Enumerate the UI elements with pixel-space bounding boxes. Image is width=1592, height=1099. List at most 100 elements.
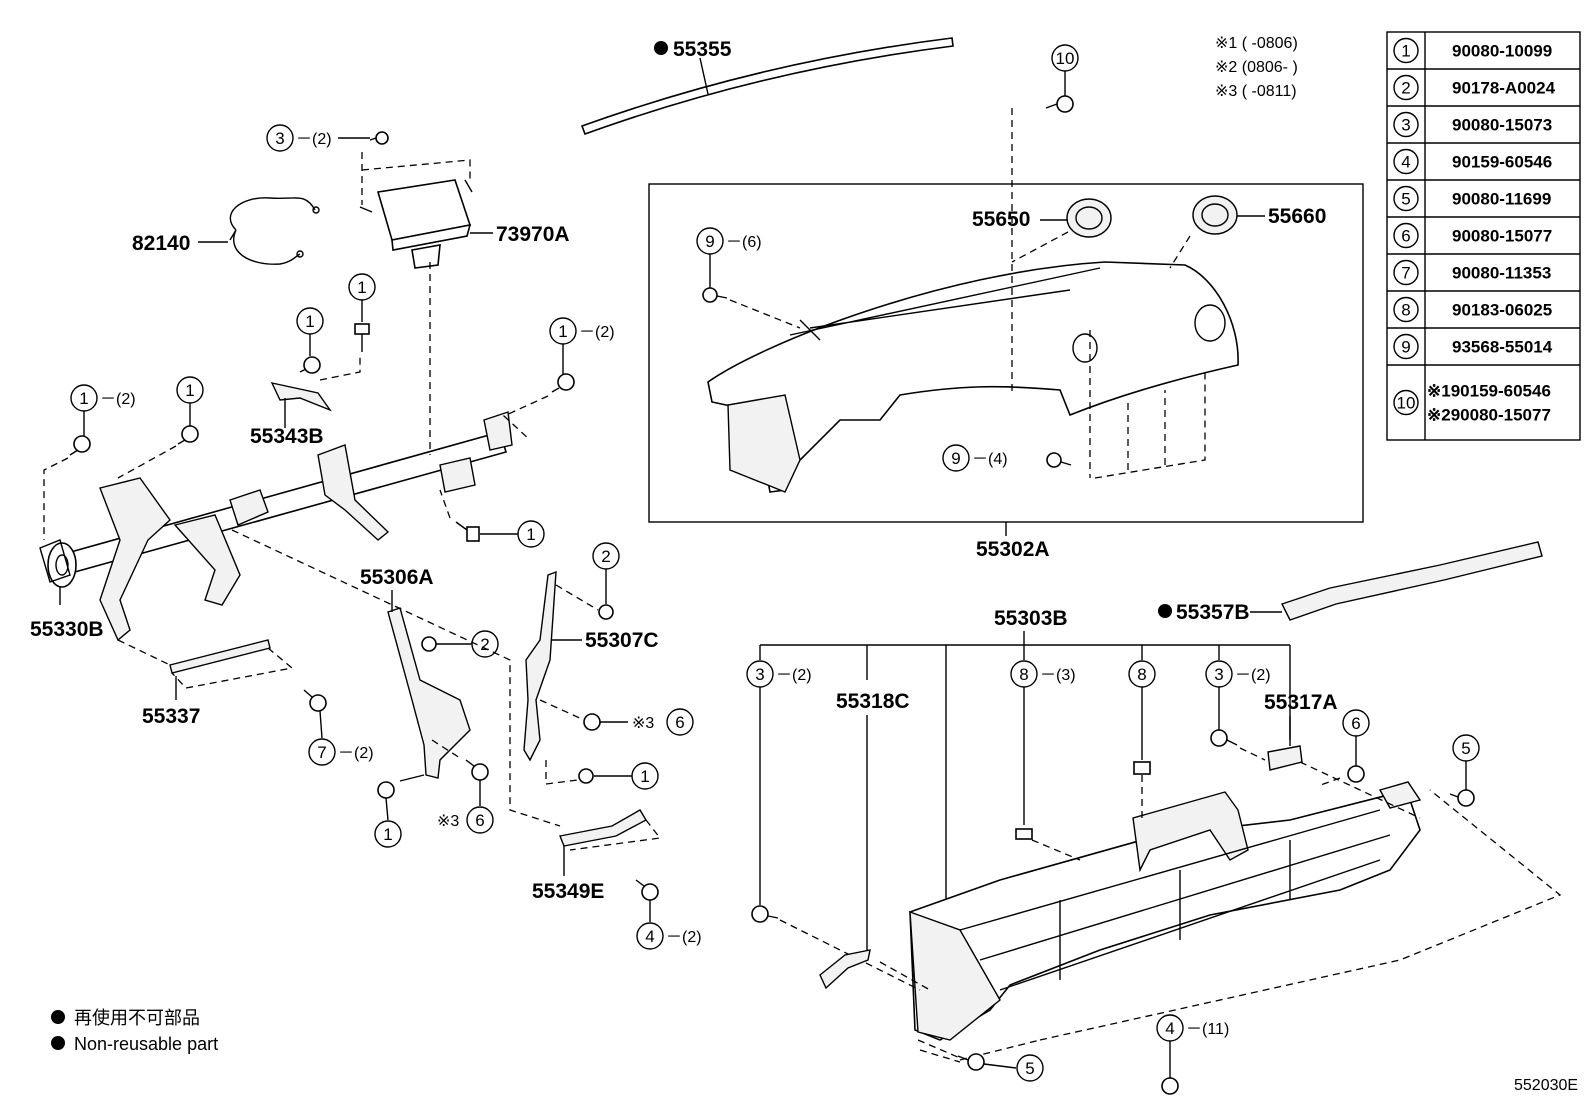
table-row-number-circle [1393,37,1419,64]
qty-9-6: －(6) [726,234,762,251]
qty-1-2-left: －(2) [100,391,136,408]
table-row-number-circle [1393,111,1419,138]
svg-text:3: 3 [275,129,284,148]
label-55303B: 55303B [994,607,1068,630]
top-strip-55355 [580,37,954,136]
lower-instrument-panel [909,781,1422,1041]
svg-text:1: 1 [526,525,535,544]
table-row-part: ※190159-60546 [1427,382,1551,401]
svg-text:4: 4 [1165,1019,1174,1038]
steering-support-beam [39,411,513,642]
label-73970A: 73970A [496,223,570,246]
legend-jp: 再使用不可部品 [74,1008,200,1028]
qty-8-3: －(3) [1040,667,1076,684]
label-55302A: 55302A [976,538,1050,561]
label-55357B: 55357B [1176,601,1250,624]
table-row-number-circle [1393,222,1419,249]
table-row-number: 1 [1401,42,1410,61]
svg-text:1: 1 [640,767,649,786]
table-row-part: 90080-15073 [1452,116,1552,135]
svg-text:5: 5 [1461,739,1470,758]
upper-instrument-panel [707,261,1239,493]
clip-55317A [1267,745,1303,771]
pad-55357B [1281,541,1543,621]
qty-7-2: －(2) [338,745,374,762]
label-55307C: 55307C [585,629,659,652]
label-55317A: 55317A [1264,691,1338,714]
svg-text:1: 1 [185,381,194,400]
label-55318C: 55318C [836,690,910,713]
label-55330B: 55330B [30,618,104,641]
table-row-number-circle [1393,185,1419,212]
svg-text:2: 2 [480,635,489,654]
svg-text:8: 8 [1137,665,1146,684]
clip-55318C [819,949,871,990]
label-55349E: 55349E [532,880,604,903]
svg-text:7: 7 [317,743,326,762]
svg-text:8: 8 [1019,665,1028,684]
svg-text:1: 1 [558,322,567,341]
table-row-part-alt: ※290080-15077 [1427,406,1551,425]
brace-55307C [523,570,557,762]
mark-3-right: ※3 [632,715,654,732]
table-row-number-circle [1393,389,1419,416]
bar-55337 [169,639,271,674]
table-row-part: 90080-11353 [1452,264,1551,283]
table-row-number: 10 [1397,394,1416,413]
bracket-55349E [559,809,647,847]
vent-55660 [1192,195,1238,235]
note-2: ※2 (0806- ) [1215,59,1298,76]
table-row-number: 5 [1401,190,1410,209]
qty-3-2-lower-right: －(2) [1235,667,1271,684]
table-row-part: 90159-60546 [1452,153,1552,172]
table-row-number-circle [1393,296,1419,323]
label-82140: 82140 [132,232,190,255]
bracket-55343B [270,382,332,412]
label-55337: 55337 [142,705,200,728]
svg-text:6: 6 [1351,714,1360,733]
label-55650: 55650 [972,208,1030,231]
svg-text:9: 9 [951,449,960,468]
table-row-number: 6 [1401,227,1410,246]
table-row-number-circle [1393,74,1419,101]
svg-text:9: 9 [705,232,714,251]
table-row-number-circle [1393,259,1419,286]
svg-text:6: 6 [475,811,484,830]
mark-3-bottom: ※3 [437,813,459,830]
table-row-part: 90183-06025 [1452,301,1552,320]
table-row-number: 2 [1401,79,1410,98]
table-row-number: 9 [1401,338,1410,357]
label-55306A: 55306A [360,566,434,589]
table-row-part: 90178-A0024 [1452,79,1556,98]
svg-text:6: 6 [675,713,684,732]
table-row-part: 90080-11699 [1452,190,1551,209]
svg-text:1: 1 [357,278,366,297]
table-row-number: 7 [1401,264,1410,283]
table-row-part: 93568-55014 [1452,338,1553,357]
table-row-number: 3 [1401,116,1410,135]
table-row-part: 90080-10099 [1452,42,1552,61]
svg-text:3: 3 [755,665,764,684]
qty-4-2: －(2) [666,929,702,946]
label-55355: 55355 [673,38,732,61]
svg-text:5: 5 [1025,1059,1034,1078]
airbag-module [359,179,473,269]
label-55343B: 55343B [250,425,324,448]
table-row-number: 8 [1401,301,1410,320]
note-1: ※1 ( -0806) [1215,35,1298,52]
brace-55306A [387,607,471,779]
table-row-part: 90080-15077 [1452,227,1552,246]
svg-text:1: 1 [79,389,88,408]
label-55660: 55660 [1268,205,1326,228]
legend-en: Non-reusable part [74,1034,218,1054]
table-row-number-circle [1393,148,1419,175]
svg-text:2: 2 [601,547,610,566]
qty-4-11: －(11) [1186,1021,1229,1038]
qty-3-2-top: －(2) [296,131,332,148]
diagram-code: 552030E [1514,1077,1578,1094]
svg-text:10: 10 [1056,49,1075,68]
qty-1-2-right: －(2) [579,324,615,341]
svg-text:3: 3 [1214,665,1223,684]
